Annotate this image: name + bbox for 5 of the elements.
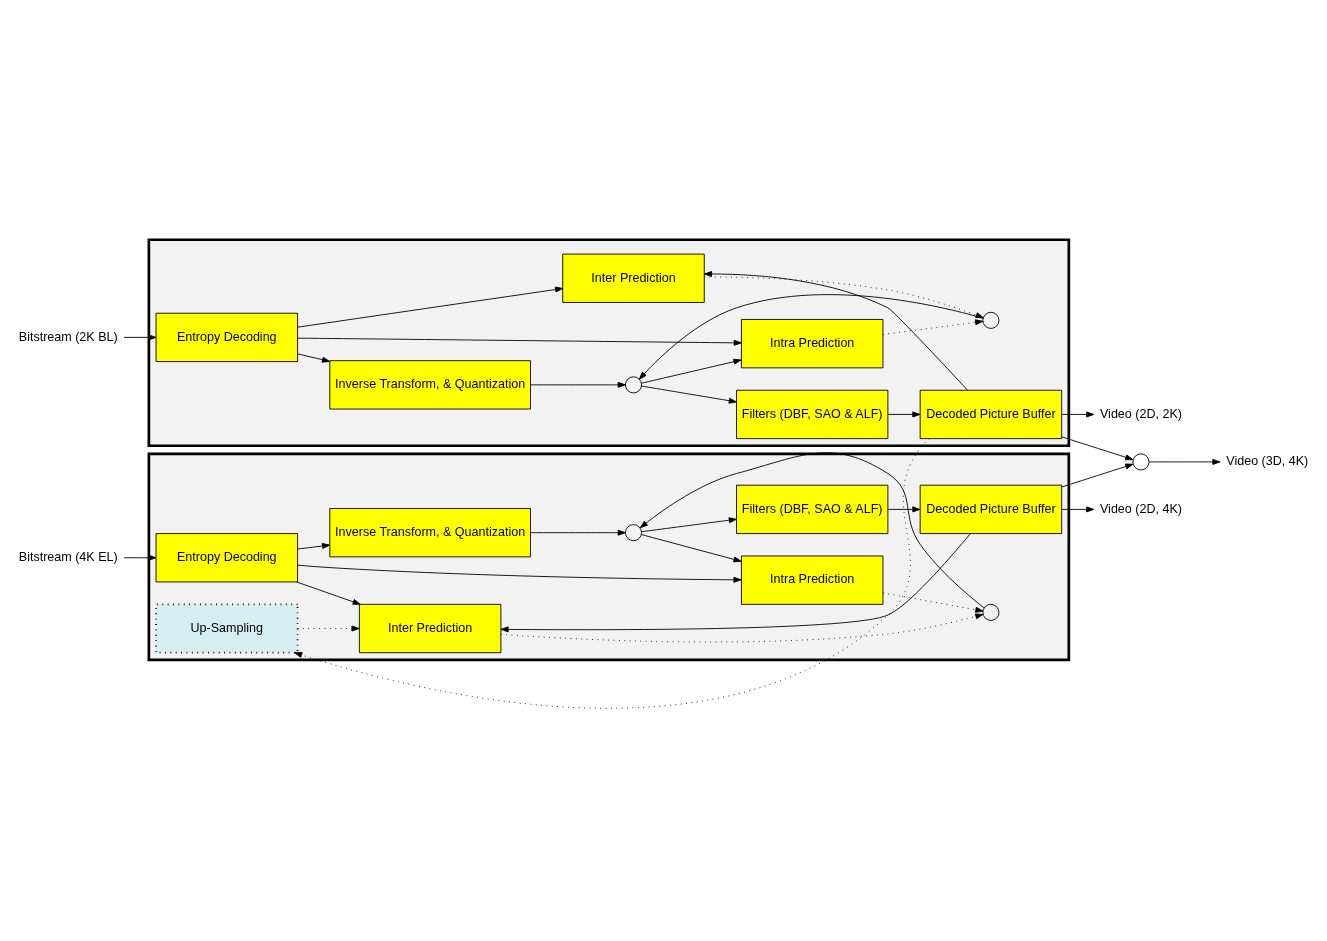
node-text: Video (2D, 4K) xyxy=(1099,501,1182,516)
node-text: Bitstream (2K BL) xyxy=(18,329,118,344)
node-text: Video (2D, 2K) xyxy=(1099,406,1182,421)
node-text: Bitstream (4K EL) xyxy=(18,550,118,565)
node-text: Video (3D, 4K) xyxy=(1226,454,1309,469)
